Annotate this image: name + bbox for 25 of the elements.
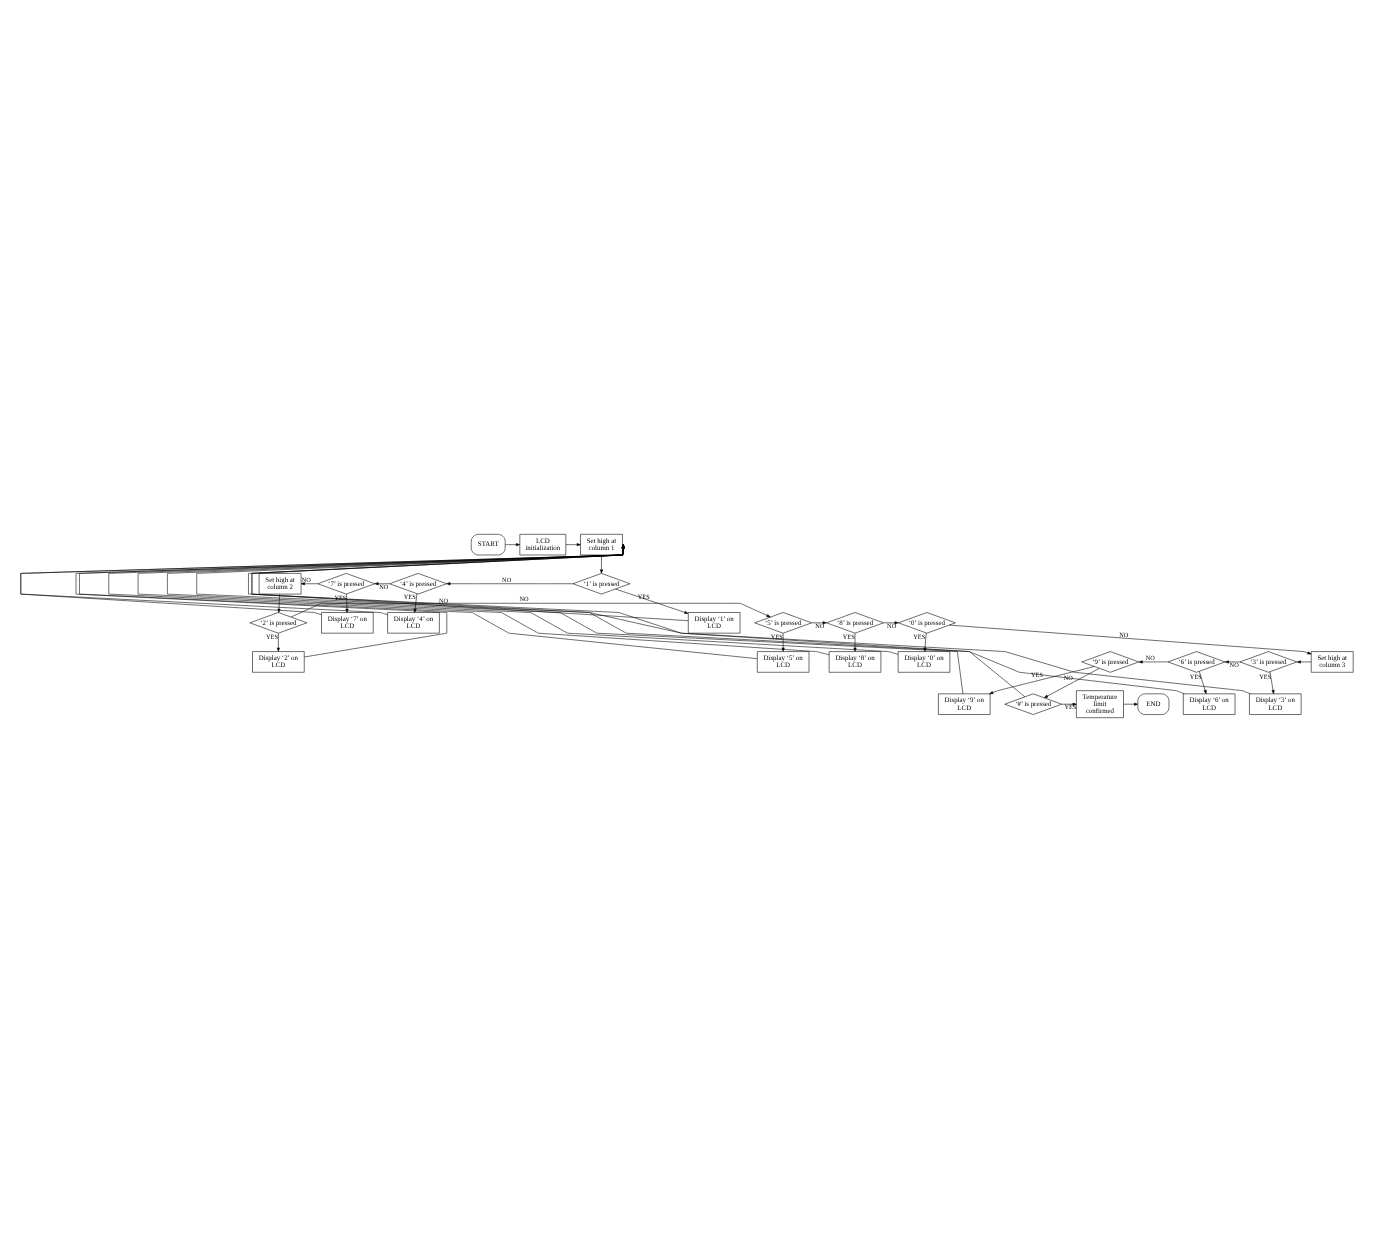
arrow bbox=[1199, 670, 1207, 693]
arrow bbox=[853, 632, 857, 651]
arrow bbox=[300, 581, 318, 585]
arrow bbox=[251, 543, 1026, 697]
arrow bbox=[276, 632, 280, 651]
arrow bbox=[883, 620, 899, 624]
arrow bbox=[1043, 667, 1100, 697]
arrow bbox=[79, 543, 758, 658]
arrow bbox=[1296, 659, 1312, 663]
arrow bbox=[1224, 659, 1241, 663]
arrow bbox=[811, 620, 827, 624]
arrow bbox=[1138, 659, 1169, 663]
arrow bbox=[989, 665, 1095, 694]
arrow bbox=[167, 543, 964, 694]
arrow bbox=[1123, 701, 1139, 705]
arrow bbox=[565, 542, 581, 546]
arrow bbox=[949, 623, 1312, 654]
arrow bbox=[615, 587, 689, 613]
arrow bbox=[781, 632, 785, 651]
arrow bbox=[1269, 670, 1275, 694]
arrow bbox=[504, 542, 520, 546]
arrow bbox=[446, 581, 574, 585]
arrow bbox=[290, 602, 771, 617]
arrow bbox=[374, 581, 390, 585]
arrow bbox=[600, 553, 603, 573]
